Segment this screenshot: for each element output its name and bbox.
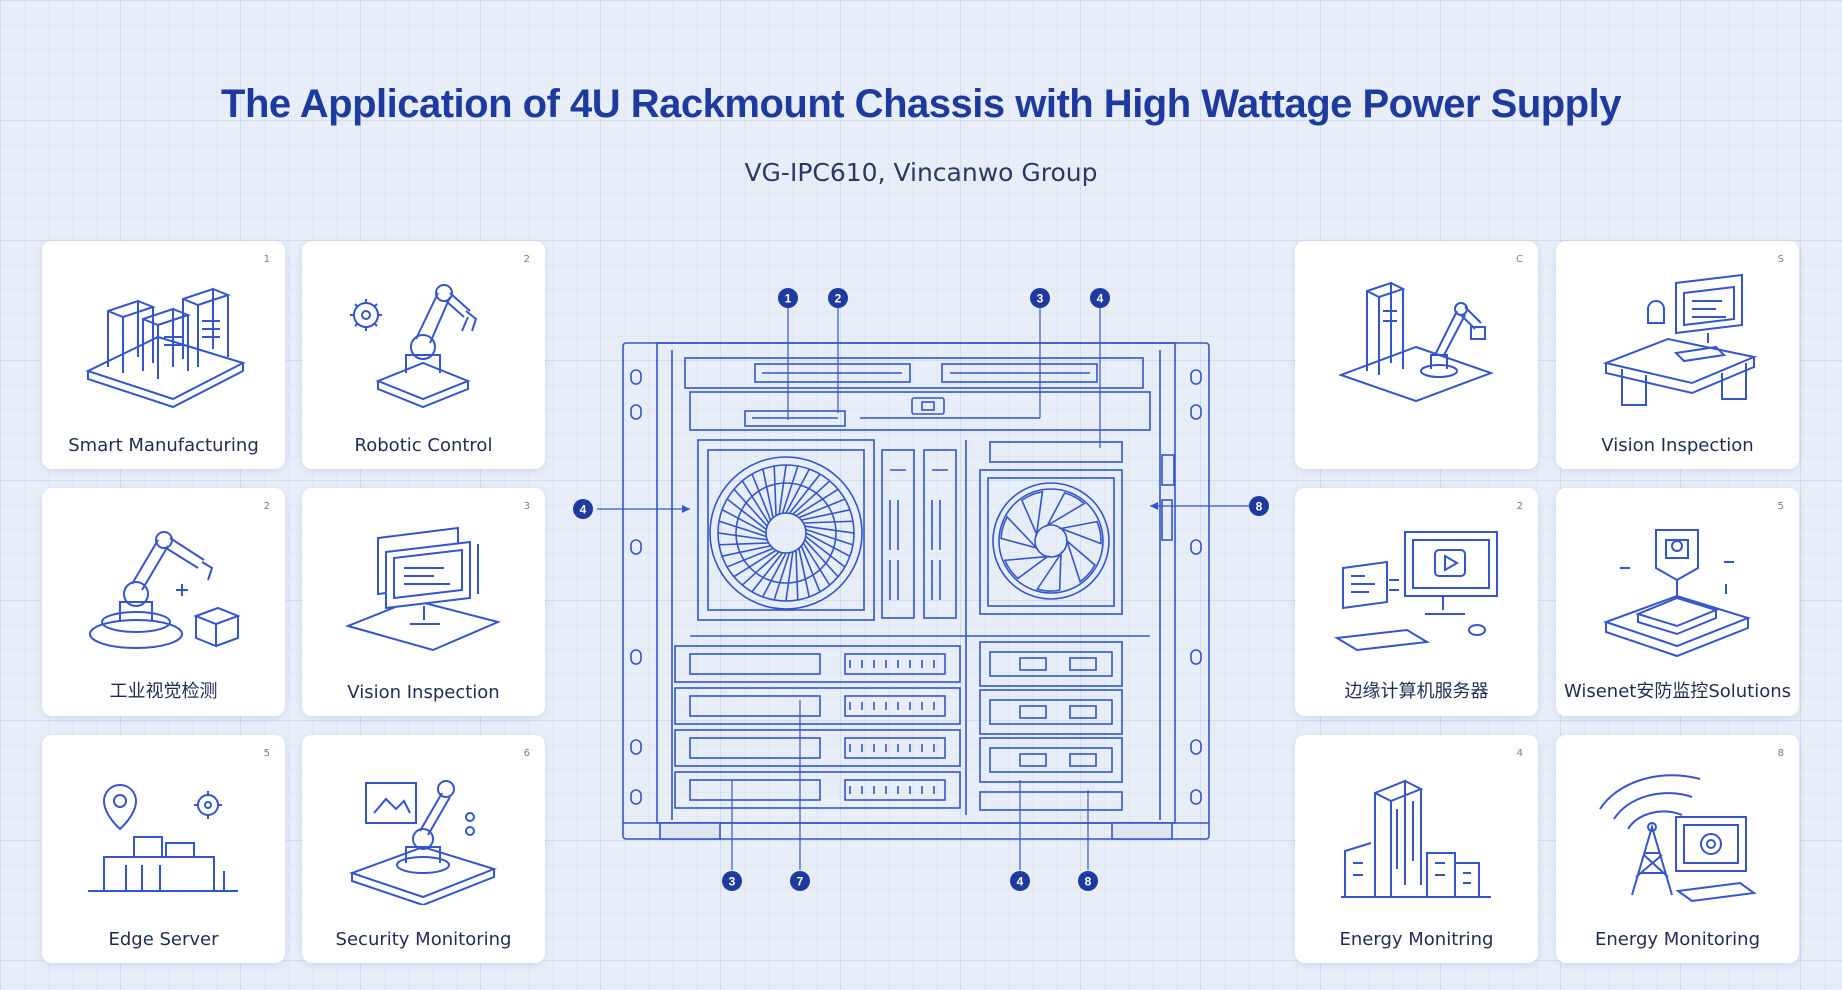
- small-fan: [979, 469, 1123, 615]
- callout-top-2: 2: [835, 292, 842, 306]
- factory-machines-icon: [85, 287, 246, 409]
- callout-left: 4: [580, 503, 587, 517]
- card-wisenet-security[interactable]: 5 Wisenet安防监控Solutions: [1556, 488, 1799, 716]
- signal-tower-icon: [1599, 774, 1757, 903]
- robotic-arm-gear-icon: [350, 284, 478, 409]
- card-robotic-control[interactable]: 2 Robotic Control: [302, 241, 545, 469]
- card-smart-manufacturing[interactable]: 1 Smart Manufacturing: [42, 241, 285, 469]
- location-desk-icon: [88, 783, 238, 892]
- callout-top-3: 3: [1037, 292, 1044, 306]
- large-fan: [697, 439, 875, 621]
- card-label: Vision Inspection: [1601, 435, 1754, 456]
- card-security-monitoring[interactable]: 6 Security Monitoring: [302, 735, 545, 963]
- card-label: Edge Server: [108, 929, 219, 950]
- io-board: [744, 410, 846, 427]
- card-label: Robotic Control: [354, 435, 493, 456]
- page-subtitle: VG-IPC610, Vincanwo Group: [744, 158, 1098, 187]
- card-label: 边缘计算机服务器: [1344, 681, 1489, 702]
- buildings-icon: [1341, 779, 1491, 898]
- desk-computer-icon: [1602, 273, 1758, 406]
- card-vision-inspection-right[interactable]: S Vision Inspection: [1556, 241, 1799, 469]
- page-title: The Application of 4U Rackmount Chassis …: [221, 82, 1621, 126]
- callout-bottom-3: 4: [1017, 875, 1024, 889]
- card-server-robot[interactable]: C: [1295, 241, 1538, 469]
- card-number: 2: [1516, 501, 1523, 512]
- callout-top-4: 4: [1097, 292, 1104, 306]
- card-vision-inspection-left[interactable]: 3 Vision Inspection: [302, 488, 545, 716]
- card-label: Energy Monitoring: [1595, 929, 1760, 950]
- card-number: 3: [523, 501, 530, 512]
- card-number: 5: [1777, 501, 1784, 512]
- card-label: Vision Inspection: [347, 682, 500, 703]
- expansion-card-2: [923, 449, 957, 619]
- card-number: 5: [263, 748, 270, 759]
- card-edge-server[interactable]: 5 Edge Server: [42, 735, 285, 963]
- card-label: Wisenet安防监控Solutions: [1563, 681, 1792, 702]
- video-workstation-icon: [1333, 531, 1498, 652]
- card-number: 2: [523, 254, 530, 265]
- card-number: 4: [1516, 748, 1523, 759]
- card-label: Smart Manufacturing: [68, 435, 259, 456]
- device-pedestal-icon: [1602, 529, 1752, 658]
- card-number: 1: [263, 254, 270, 265]
- card-number: 6: [523, 748, 530, 759]
- expansion-card-1: [881, 449, 915, 619]
- card-number: C: [1516, 254, 1523, 265]
- card-edge-computer-server[interactable]: 2 边缘计算机服务器: [1295, 488, 1538, 716]
- top-drive-bay: [684, 357, 1144, 389]
- callout-right: 8: [1256, 500, 1263, 514]
- card-energy-monitoring-tower[interactable]: 8 Energy Monitoring: [1556, 735, 1799, 963]
- card-industrial-vision[interactable]: 2 工业视觉检测: [42, 488, 285, 716]
- robot-arm-cube-icon: [89, 531, 241, 649]
- card-label: 工业视觉检测: [109, 681, 218, 702]
- card-label: Energy Monitring: [1339, 929, 1494, 950]
- callout-bottom-2: 7: [797, 875, 804, 889]
- callout-top-1: 1: [785, 292, 792, 306]
- callout-bottom-1: 3: [729, 875, 736, 889]
- card-number: 2: [263, 501, 270, 512]
- card-label: Security Monitoring: [335, 929, 512, 950]
- server-robot-arm-icon: [1338, 281, 1494, 403]
- card-energy-monitoring-buildings[interactable]: 4 Energy Monitring: [1295, 735, 1538, 963]
- camera-arm-icon: [348, 780, 498, 905]
- chassis-body: [656, 342, 1176, 824]
- card-number: S: [1777, 254, 1784, 265]
- callout-bottom-4: 8: [1085, 875, 1092, 889]
- card-number: 8: [1777, 748, 1784, 759]
- monitor-stack-icon: [344, 526, 502, 652]
